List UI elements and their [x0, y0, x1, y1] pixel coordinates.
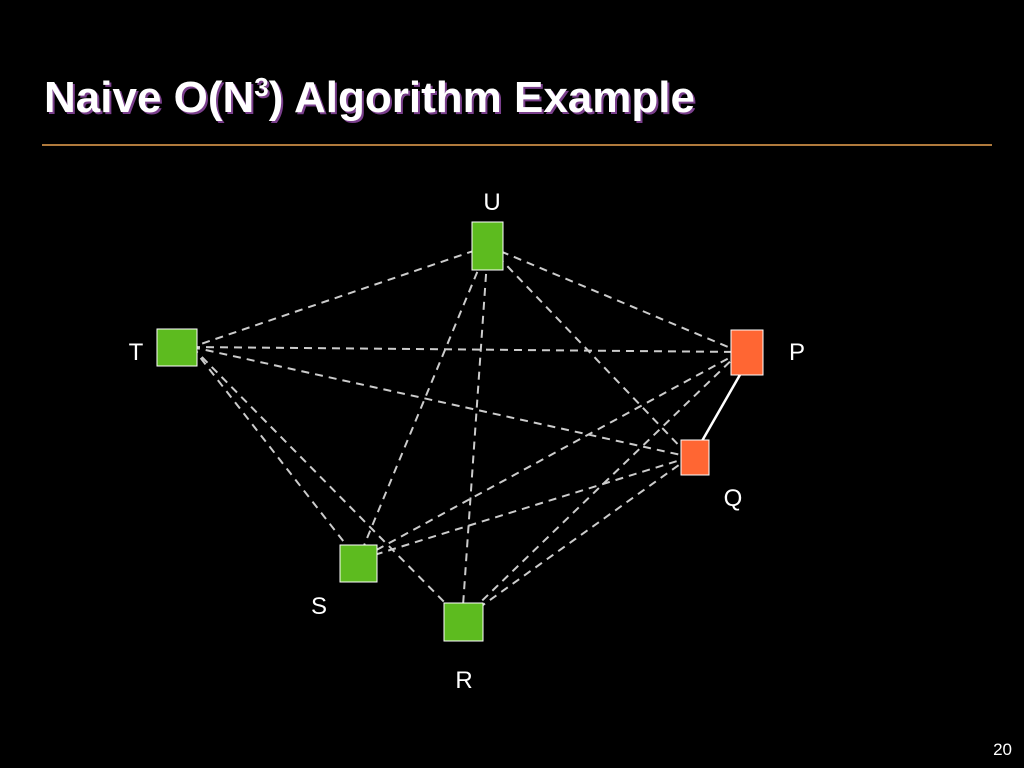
edge-q-s	[357, 456, 691, 561]
node-label-q: Q	[724, 485, 743, 512]
edge-p-q	[700, 372, 743, 442]
edges-layer	[191, 245, 743, 621]
edge-t-r	[191, 346, 463, 621]
title-divider	[42, 144, 992, 146]
edge-u-s	[357, 245, 489, 561]
node-q	[680, 439, 710, 476]
node-u	[471, 221, 504, 271]
edge-p-r	[461, 351, 741, 621]
edge-t-p	[191, 346, 741, 353]
title-text-before: Naive O(N	[44, 73, 255, 122]
nodes-layer	[156, 221, 764, 642]
edge-q-r	[461, 456, 691, 621]
edge-p-s	[357, 351, 741, 561]
page-number: 20	[993, 740, 1012, 759]
node-label-s: S	[311, 593, 327, 620]
node-label-u: U	[483, 189, 500, 216]
edge-u-r	[461, 245, 489, 621]
labels-layer: U T P Q S R	[129, 189, 805, 694]
node-t	[156, 328, 198, 367]
node-label-p: P	[789, 339, 805, 366]
node-label-r: R	[455, 667, 472, 694]
edge-u-t	[191, 245, 489, 348]
node-r	[443, 602, 484, 642]
title-text-after: ) Algorithm Example	[268, 73, 695, 122]
edge-t-q	[191, 346, 691, 458]
edge-u-p	[487, 245, 741, 353]
node-label-t: T	[129, 339, 144, 366]
edge-t-s	[191, 346, 359, 561]
node-s	[339, 544, 378, 583]
slide-title: Naive O(N3) Algorithm Example	[44, 73, 695, 122]
title-superscript: 3	[254, 72, 269, 102]
node-p	[730, 329, 764, 376]
